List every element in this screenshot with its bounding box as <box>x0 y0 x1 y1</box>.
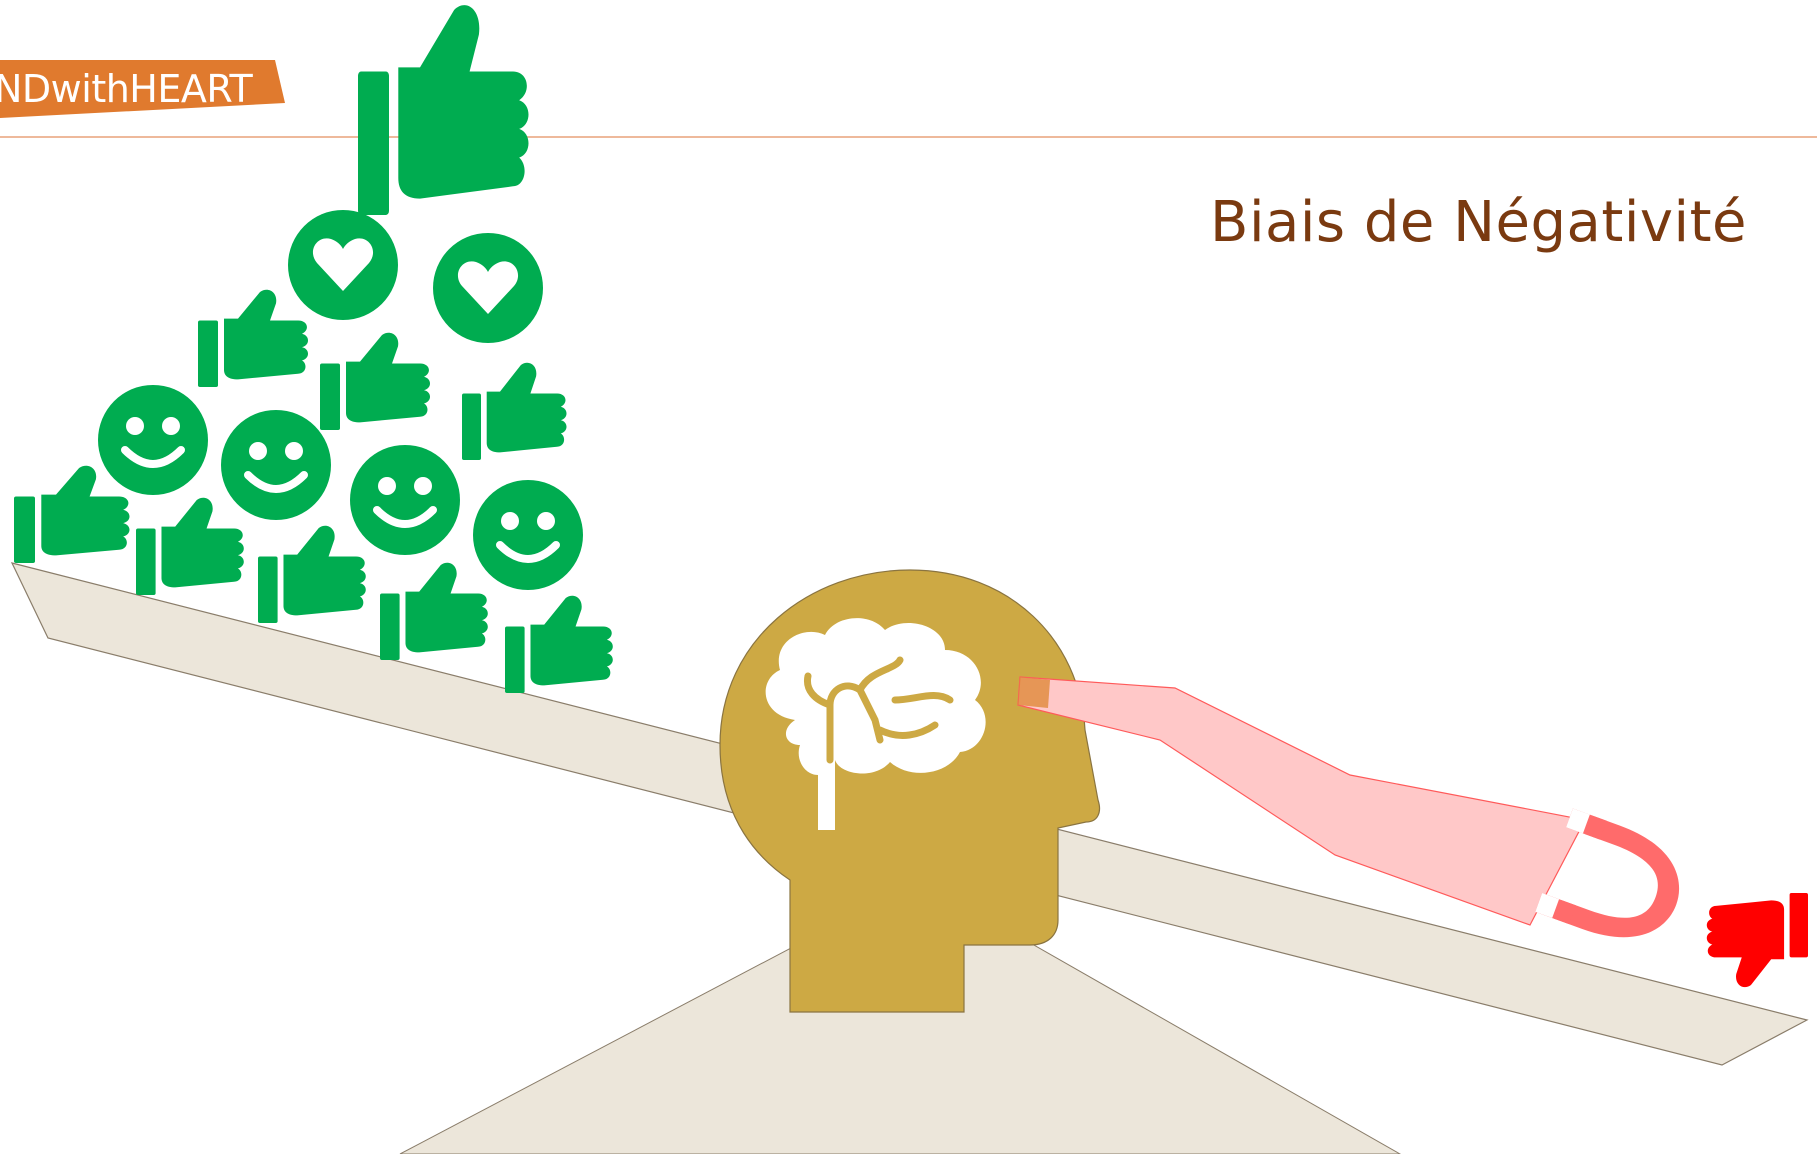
thumbs-up-icon <box>198 289 308 387</box>
thumbs-down-icon <box>1706 893 1808 988</box>
fulcrum <box>399 879 1402 1154</box>
heart-icon <box>288 210 398 320</box>
brand-label: NDwithHEART <box>0 67 253 111</box>
attention-beam <box>1017 676 1586 926</box>
thumbs-up-icon <box>136 497 244 595</box>
smiley-icon <box>473 480 583 590</box>
thumbs-up-icon <box>258 525 366 623</box>
thumbs-up-icon <box>505 595 613 693</box>
smiley-icon <box>350 445 460 555</box>
slide-title: Biais de Négativité <box>1210 190 1747 255</box>
brand-tag <box>0 60 285 118</box>
beam-eye <box>1018 677 1050 708</box>
thumbs-up-icon <box>14 465 130 563</box>
magnet-icon <box>1535 808 1679 938</box>
smiley-icon <box>221 410 331 520</box>
heart-icon <box>433 233 543 343</box>
thumbs-up-icon <box>358 5 529 215</box>
smiley-icon <box>98 385 208 495</box>
thumbs-up-icon <box>462 362 567 460</box>
thumbs-up-icon <box>320 332 430 430</box>
thumbs-up-icon <box>380 562 488 660</box>
head-brain-icon <box>719 569 1101 1013</box>
